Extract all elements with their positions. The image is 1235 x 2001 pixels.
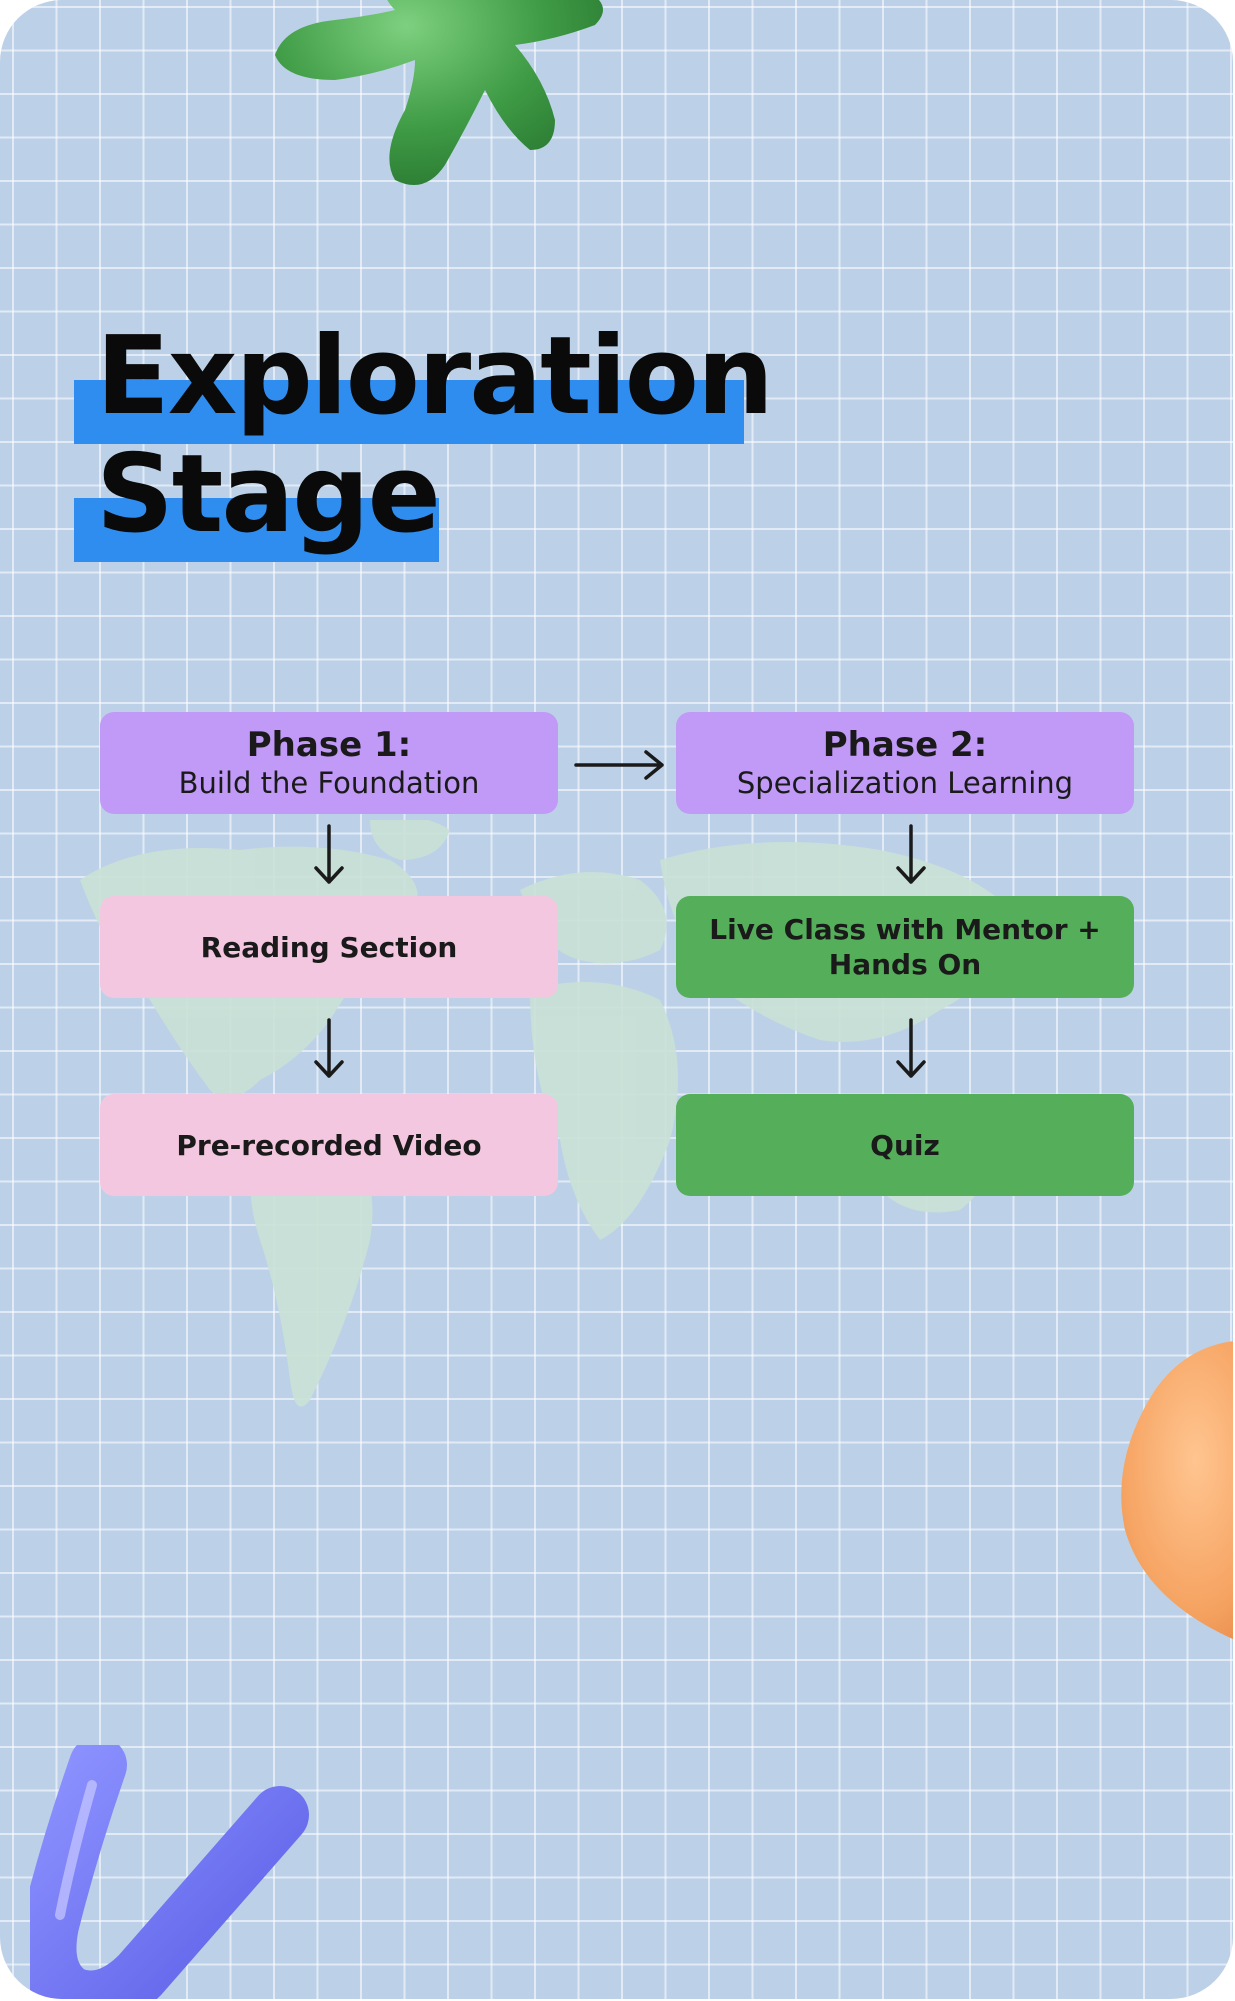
arrow-down-phase1 bbox=[314, 824, 344, 884]
arrow-phase1-to-phase2 bbox=[574, 750, 664, 780]
title-highlight-1 bbox=[74, 380, 744, 444]
phase-1-heading: Phase 1: bbox=[246, 725, 412, 765]
title-highlight-2 bbox=[74, 498, 439, 562]
arrow-down-reading bbox=[314, 1018, 344, 1078]
live-class-box: Live Class with Mentor + Hands On bbox=[676, 896, 1134, 998]
page-title: Exploration Stage bbox=[74, 318, 774, 562]
reading-section-box: Reading Section bbox=[100, 896, 558, 998]
phase-2-heading: Phase 2: bbox=[822, 725, 988, 765]
pre-recorded-video-box: Pre-recorded Video bbox=[100, 1094, 558, 1196]
quiz-box: Quiz bbox=[676, 1094, 1134, 1196]
purple-v-shape bbox=[30, 1745, 309, 1999]
phase-1-box: Phase 1: Build the Foundation bbox=[100, 712, 558, 814]
green-star-shape bbox=[275, 0, 603, 185]
title-line-1: Exploration bbox=[74, 318, 774, 444]
title-line-2: Stage bbox=[74, 436, 772, 562]
phase-1-subtitle: Build the Foundation bbox=[178, 766, 480, 800]
phase-2-subtitle: Specialization Learning bbox=[736, 766, 1074, 800]
phase-2-box: Phase 2: Specialization Learning bbox=[676, 712, 1134, 814]
arrow-down-phase2 bbox=[896, 824, 926, 884]
orange-blob-shape bbox=[1121, 1341, 1233, 1640]
arrow-down-live-class bbox=[896, 1018, 926, 1078]
